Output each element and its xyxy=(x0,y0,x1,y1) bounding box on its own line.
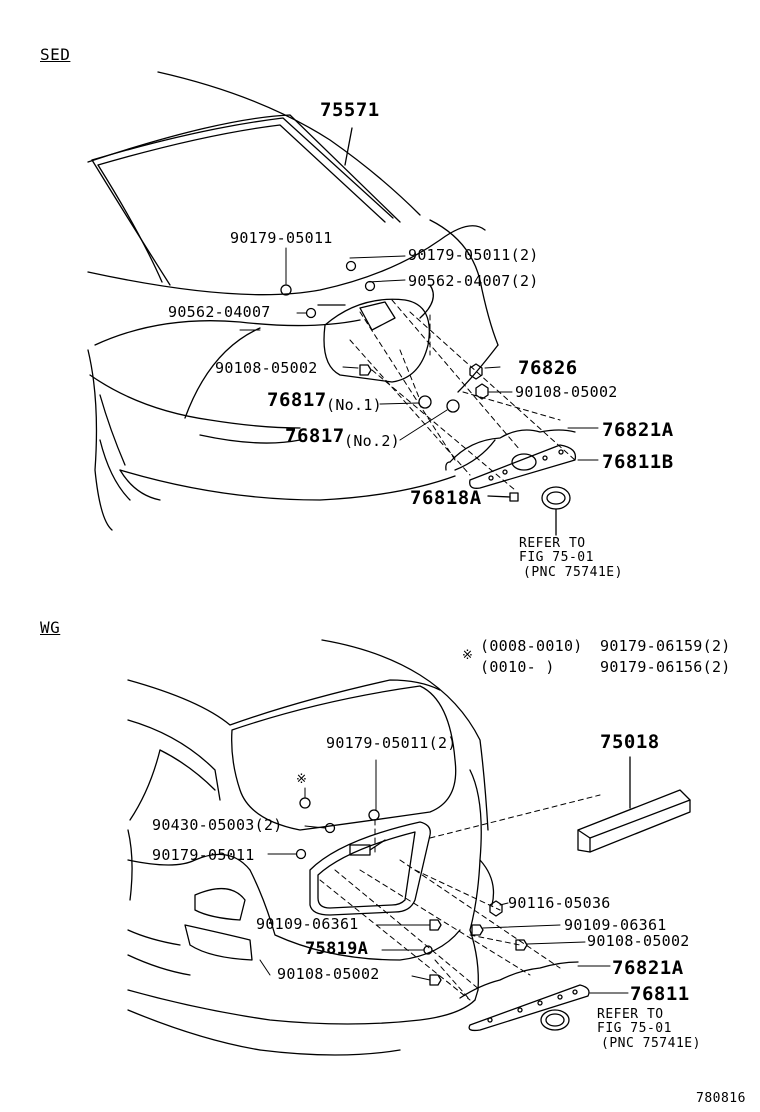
note-mark: ※ xyxy=(462,648,474,663)
part-number-90179-05011-qty2: 90179-05011(2) xyxy=(408,246,539,264)
part-number-90109-06361-a: 90109-06361 xyxy=(256,915,359,933)
wg-spoiler xyxy=(577,756,691,853)
part-number-76811B: 76811B xyxy=(602,451,674,473)
part-number-90562-04007-qty2: 90562-04007(2) xyxy=(408,272,539,290)
part-number-76818A: 76818A xyxy=(410,487,482,509)
star-mark: ※ xyxy=(296,772,308,787)
part-number-90430-05003-qty2: 90430-05003(2) xyxy=(152,816,283,834)
sed-refer-line1: REFER TO xyxy=(519,536,586,551)
wg-license-garnish xyxy=(309,821,431,916)
part-number-76826: 76826 xyxy=(518,357,578,379)
part-number-76811: 76811 xyxy=(630,983,690,1005)
sed-parts xyxy=(280,260,577,536)
figure-number: 780816 xyxy=(696,1091,746,1106)
wg-refer-line3: (PNC 75741E) xyxy=(601,1036,701,1051)
sed-refer-line3: (PNC 75741E) xyxy=(523,565,623,580)
part-number-90108-05002-a: 90108-05002 xyxy=(587,932,690,950)
sed-leader-lines xyxy=(239,247,599,461)
part-number-75018: 75018 xyxy=(600,731,660,753)
sed-refer-line2: FIG 75-01 xyxy=(519,550,594,565)
wg-leader-lines xyxy=(259,759,629,994)
sed-car-body xyxy=(87,71,499,531)
wg-refer-line2: FIG 75-01 xyxy=(597,1021,672,1036)
part-number-75571: 75571 xyxy=(320,99,380,121)
note-part-1: 90179-06159(2) xyxy=(600,637,731,655)
part-number-90562-04007: 90562-04007 xyxy=(168,303,271,321)
section-label-wg: WG xyxy=(40,618,61,637)
part-number-76817-no1: 76817 xyxy=(267,389,327,411)
part-number-90109-06361-b: 90109-06361 xyxy=(564,916,667,934)
part-number-76821A: 76821A xyxy=(612,957,684,979)
part-number-90116-05036: 90116-05036 xyxy=(508,894,611,912)
part-number-76817-no2: 76817 xyxy=(285,425,345,447)
sed-window-glass xyxy=(91,117,394,286)
part-number-90179-05011: 90179-05011 xyxy=(230,229,333,247)
variant-no1: (No.1) xyxy=(326,396,382,414)
note-range-2: (0010- ) xyxy=(480,658,555,676)
wg-refer-line1: REFER TO xyxy=(597,1007,664,1022)
note-part-2: 90179-06156(2) xyxy=(600,658,731,676)
wg-explode-lines xyxy=(319,794,601,1001)
part-number-75819A: 75819A xyxy=(305,939,369,959)
part-number-90179-05011-qty2: 90179-05011(2) xyxy=(326,734,457,752)
part-number-76821A: 76821A xyxy=(602,419,674,441)
part-number-90108-05002-a: 90108-05002 xyxy=(215,359,318,377)
section-label-sed: SED xyxy=(40,45,71,64)
note-range-1: (0008-0010) xyxy=(480,637,583,655)
part-number-90179-05011: 90179-05011 xyxy=(152,846,255,864)
sed-explode-lines xyxy=(349,299,576,491)
variant-no2: (No.2) xyxy=(344,432,400,450)
part-number-90108-05002-b: 90108-05002 xyxy=(277,965,380,983)
part-number-90108-05002-b: 90108-05002 xyxy=(515,383,618,401)
wg-car-body xyxy=(127,639,495,1056)
sed-license-plate-area xyxy=(317,284,434,383)
